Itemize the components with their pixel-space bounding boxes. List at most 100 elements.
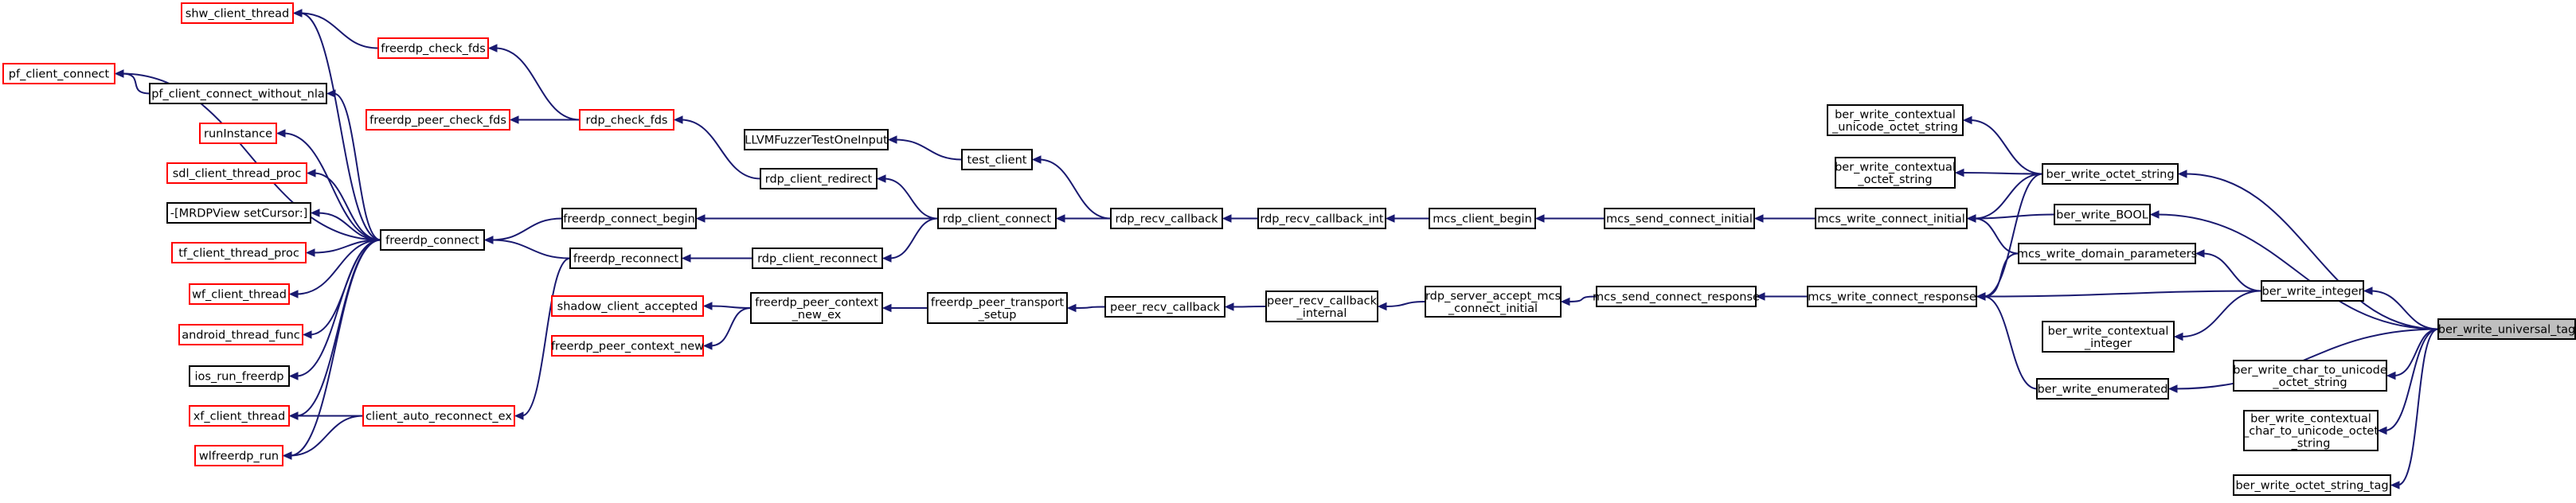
node-label: ber_write_enumerated [2037,384,2168,396]
node-rdp-recv-callback-int[interactable]: rdp_recv_callback_int [1257,208,1386,229]
edge-line [1038,158,1112,220]
edge-ber-write-enumerated-to-ber-write-universal-tag [2168,328,2439,393]
node-ber-write-BOOL[interactable]: ber_write_BOOL [2054,204,2151,225]
node-wf-client-thread[interactable]: wf_client_thread [189,283,290,305]
node-freerdp-check-fds[interactable]: freerdp_check_fds [377,37,489,59]
node-label: rdp_server_accept_mcs [1425,290,1561,302]
node-label: mcs_client_begin [1433,213,1532,226]
node-label: shadow_client_accepted [557,301,698,314]
edge-line [1983,173,2043,298]
node-xf-client-thread[interactable]: xf_client_thread [189,405,290,427]
edge-arrowhead [2168,384,2178,393]
node-freerdp-peer-check-fds[interactable]: freerdp_peer_check_fds [365,109,510,131]
node-rdp-recv-callback[interactable]: rdp_recv_callback [1110,208,1223,229]
node-label: mcs_write_domain_parameters [2017,248,2197,261]
node-rdp-client-connect[interactable]: rdp_client_connect [937,208,1057,229]
node-mcs-write-connect-response[interactable]: mcs_write_connect_response [1807,286,1977,307]
node-android-thread-func[interactable]: android_thread_func [178,324,303,345]
edge-mcs-write-connect-initial-to-mcs-write-domain-parameters [1966,214,2019,255]
node-label: _setup [978,309,1017,322]
node-label: -[MRDPView setCursor:] [170,208,308,220]
node-freerdp-connect-begin[interactable]: freerdp_connect_begin [561,208,697,229]
node-llvm-fuzzer[interactable]: LLVMFuzzerTestOneInput [744,129,889,150]
edge-rdp-check-fds-to-rdp-client-redirect [673,115,761,180]
edge-freerdp-peer-context-new-ex-to-freerdp-peer-transport-setup [881,303,928,313]
node-ber-write-char-to-unicode-octet-string[interactable]: ber_write_char_to_unicode_octet_string [2233,360,2387,392]
node-box [149,83,327,104]
node-box [2261,280,2364,302]
node-pf-client-connect[interactable]: pf_client_connect [2,63,115,84]
node-mcs-client-begin[interactable]: mcs_client_begin [1429,208,1536,229]
node-ber-write-contextual-integer[interactable]: ber_write_contextual_integer [2042,321,2175,353]
node-mcs-send-connect-initial[interactable]: mcs_send_connect_initial [1604,208,1755,229]
node-label: mcs_write_connect_response [1808,291,1976,304]
node-label: peer_recv_callback [1267,294,1378,307]
node-box [2042,321,2175,353]
edge-line [121,72,150,95]
edge-rdp-client-connect-to-rdp-recv-callback [1055,214,1111,223]
edge-arrowhead [1055,214,1065,223]
node-label: _new_ex [792,309,842,322]
node-rdp-server-accept-mcs-connect-initial[interactable]: rdp_server_accept_mcs_connect_initial [1425,286,1562,318]
node-freerdp-connect[interactable]: freerdp_connect [380,229,485,251]
node-label: ber_write_contextual [1835,108,1956,121]
edge-shadow-client-accepted-to-freerdp-peer-context-new-ex [702,302,752,310]
edge-line [121,72,381,241]
edge-line [1973,217,2019,255]
edge-line [494,47,580,121]
node-box [377,37,489,59]
node-client-auto-reconnect-ex[interactable]: client_auto_reconnect_ex [362,405,515,427]
edge-llvm-fuzzer-to-test-client [887,135,963,161]
node-rdp-client-redirect[interactable]: rdp_client_redirect [760,168,878,189]
node-label: sdl_client_thread_proc [173,168,302,181]
node-ber-write-octet-string[interactable]: ber_write_octet_string [2042,163,2179,185]
edge-arrowhead [2386,371,2396,380]
node-box [927,292,1068,324]
node-ber-write-contextual-char-to-unicode-octet-string[interactable]: ber_write_contextual_char_to_unicode_oct… [2242,410,2379,451]
edge-ber-write-octet-string-tag-to-ber-write-universal-tag [2390,328,2439,489]
node-mcs-send-connect-response[interactable]: mcs_send_connect_response [1593,286,1760,307]
node-box [1265,290,1378,322]
node-box [2042,163,2179,185]
edge-line [521,257,571,417]
node-shw-client-thread[interactable]: shw_client_thread [181,2,294,24]
node-ios-run-freerdp[interactable]: ios_run_freerdp [189,365,290,387]
node-rdp-client-reconnect[interactable]: rdp_client_reconnect [752,248,883,269]
node-ber-write-universal-tag[interactable]: ber_write_universal_tag [2437,318,2576,340]
node-pf-client-connect-without-nla[interactable]: pf_client_connect_without_nla [149,83,327,104]
node-peer-recv-callback-internal[interactable]: peer_recv_callback_internal [1265,290,1378,322]
node-label: _unicode_octet_string [1831,121,1958,134]
node-box [166,162,307,184]
edge-pf-client-connect-to-pf-client-connect-without-nla [114,69,150,95]
node-freerdp-peer-context-new-ex[interactable]: freerdp_peer_context_new_ex [750,292,883,324]
node-wlfreerdp-run[interactable]: wlfreerdp_run [194,445,283,466]
edge-line [295,239,381,377]
node-ber-write-integer[interactable]: ber_write_integer [2261,280,2364,302]
node-mrdpview-setcursor[interactable]: -[MRDPView setCursor:] [166,202,311,224]
node-freerdp-peer-context-new[interactable]: freerdp_peer_context_new [551,335,704,357]
node-rdp-check-fds[interactable]: rdp_check_fds [579,109,674,131]
node-peer-recv-callback[interactable]: peer_recv_callback [1104,296,1225,318]
node-label: test_client [967,154,1027,167]
node-label: _octet_string [2272,376,2347,389]
node-freerdp-reconnect[interactable]: freerdp_reconnect [569,248,682,269]
node-ber-write-contextual-octet-string[interactable]: ber_write_contextual_octet_string [1835,157,1956,189]
node-tf-client-thread-proc[interactable]: tf_client_thread_proc [171,242,307,263]
edge-line [333,92,381,241]
edge-line [2180,290,2262,337]
node-sdl-client-thread-proc[interactable]: sdl_client_thread_proc [166,162,307,184]
node-freerdp-peer-transport-setup[interactable]: freerdp_peer_transport_setup [927,292,1068,324]
edge-peer-recv-callback-to-peer-recv-callback-internal [1224,302,1267,311]
node-mcs-write-connect-initial[interactable]: mcs_write_connect_initial [1815,208,1968,229]
node-ber-write-contextual-unicode-octet-string[interactable]: ber_write_contextual_unicode_octet_strin… [1827,104,1964,136]
edge-mcs-send-connect-response-to-mcs-write-connect-response [1755,292,1808,301]
node-mcs-write-domain-parameters[interactable]: mcs_write_domain_parameters [2017,243,2197,264]
edge-line [1983,290,2262,298]
edge-arrowhead [1534,214,1545,223]
node-ber-write-octet-string-tag[interactable]: ber_write_octet_string_tag [2233,474,2391,496]
node-ber-write-enumerated[interactable]: ber_write_enumerated [2036,378,2169,400]
node-shadow-client-accepted[interactable]: shadow_client_accepted [551,295,704,317]
node-runInstance[interactable]: runInstance [199,123,277,144]
node-test-client[interactable]: test_client [961,149,1033,170]
